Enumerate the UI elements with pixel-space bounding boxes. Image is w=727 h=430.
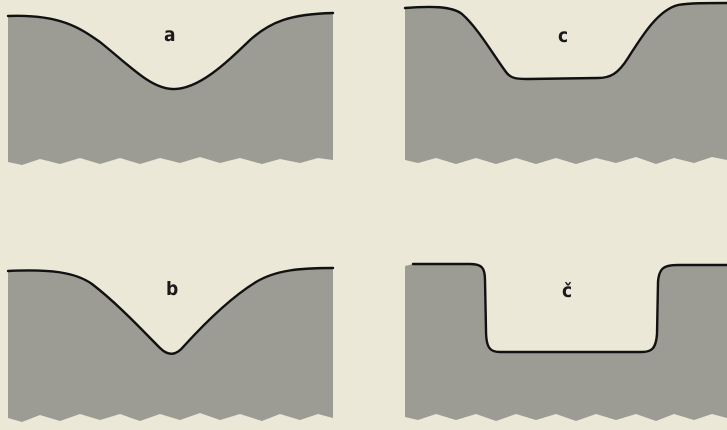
panel-c: c <box>405 3 727 164</box>
panel-c-label: c <box>558 25 568 47</box>
panel-b-label: b <box>166 278 178 300</box>
panel-a-label: a <box>164 24 176 46</box>
panel-a: a <box>8 13 333 165</box>
panel-cc-label: č <box>562 280 572 302</box>
panel-cc: č <box>405 264 727 421</box>
panel-b: b <box>8 268 333 422</box>
